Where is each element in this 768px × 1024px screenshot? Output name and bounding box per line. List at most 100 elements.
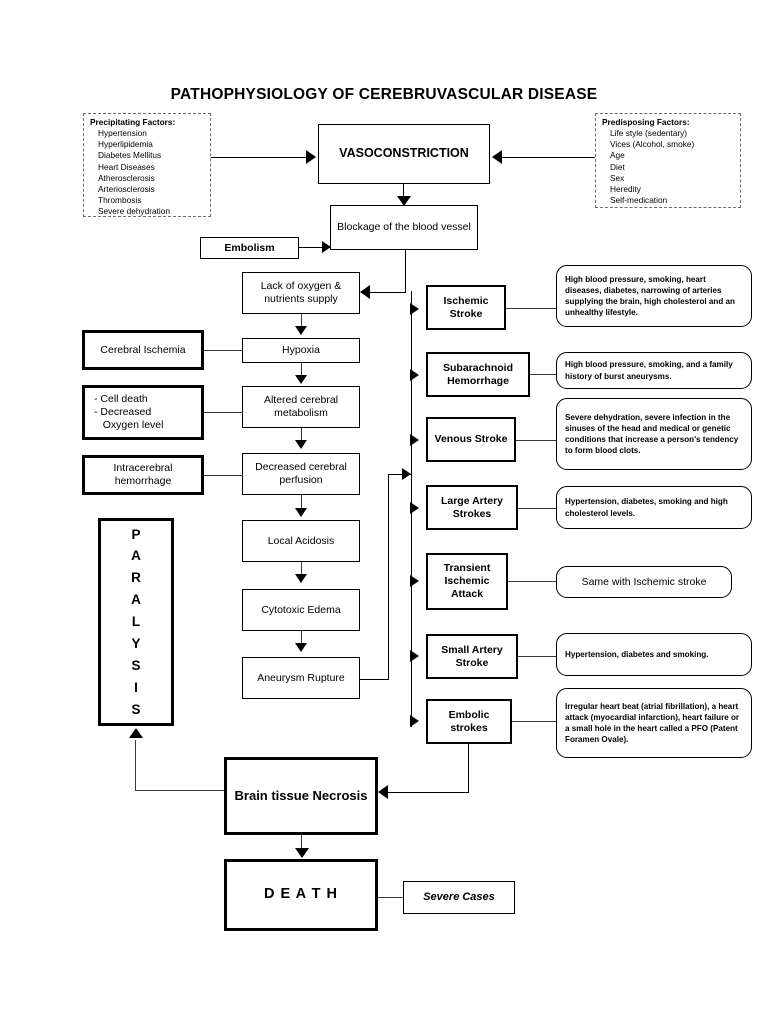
desc-text: Same with Ischemic stroke: [581, 575, 707, 588]
arrowhead-down: [295, 643, 307, 652]
connector-edema-to-aneurysm: [301, 631, 303, 647]
connector-precipitating-to-vasoconstriction: [211, 157, 307, 159]
node-label: Embolism: [224, 241, 275, 254]
node-label: - Cell death - Decreased Oxygen level: [94, 393, 164, 431]
node-vasoconstriction: VASOCONSTRICTION: [318, 124, 490, 184]
arrowhead-left: [492, 150, 502, 164]
connector-embolic-down: [468, 744, 470, 793]
connector-embolism-to-blockage: [299, 247, 330, 249]
connector-blockage-to-lackoxygen: [370, 292, 406, 294]
desc-ischemic-stroke: High blood pressure, smoking, heart dise…: [556, 265, 752, 327]
connector-altered-to-perfusion: [301, 428, 303, 444]
arrowhead-right: [410, 575, 419, 587]
connector-stroke-to-desc: [516, 440, 556, 442]
arrowhead-down: [295, 508, 307, 517]
node-label: Local Acidosis: [267, 534, 335, 547]
connector-stroke-to-desc: [506, 308, 556, 310]
desc-large-artery-strokes: Hypertension, diabetes, smoking and high…: [556, 486, 752, 529]
arrowhead-right: [402, 468, 411, 480]
arrowhead-left: [360, 285, 370, 299]
desc-venous-stroke: Severe dehydration, severe infection in …: [556, 398, 752, 470]
connector-necrosis-to-paralysis-v: [135, 740, 137, 791]
node-stroke-small-artery-stroke: Small Artery Stroke: [426, 634, 518, 679]
precipitating-item: Atherosclerosis: [98, 172, 155, 183]
connector-stroke-to-desc: [530, 374, 556, 376]
node-label: Intracerebral hemorrhage: [113, 462, 173, 487]
arrowhead-right: [410, 369, 419, 381]
node-label: Decreased cerebral perfusion: [255, 461, 347, 486]
precipitating-item: Thrombosis: [98, 195, 142, 206]
arrowhead-right: [410, 715, 419, 727]
node-label: Altered cerebral metabolism: [263, 394, 339, 419]
precipitating-item: Hypertension: [98, 128, 147, 139]
node-cell-death: - Cell death - Decreased Oxygen level: [82, 385, 204, 440]
desc-text: Irregular heart beat (atrial fibrillatio…: [565, 701, 740, 745]
connector-blockage-down: [405, 250, 407, 293]
connector-stroke-to-desc: [518, 656, 556, 658]
precipitating-factors-box: Precipitating Factors: Hypertension Hype…: [83, 113, 211, 217]
connector-perfusion-to-acidosis: [301, 495, 303, 513]
node-label: Aneurysm Rupture: [257, 671, 345, 684]
desc-embolic-strokes: Irregular heart beat (atrial fibrillatio…: [556, 688, 752, 758]
node-label: Cerebral Ischemia: [100, 343, 186, 356]
precipitating-item: Hyperlipidemia: [98, 139, 153, 150]
node-label: Blockage of the blood vessel: [337, 221, 471, 234]
arrowhead-right: [410, 502, 419, 514]
arrowhead-down: [397, 196, 411, 206]
node-label: Ischemic Stroke: [443, 294, 489, 320]
arrowhead-right: [306, 150, 316, 164]
connector-stroke-to-desc: [508, 581, 556, 583]
connector-death-to-severe-cases: [378, 897, 403, 899]
arrowhead-right: [410, 303, 419, 315]
predisposing-factors-heading: Predisposing Factors:: [602, 117, 690, 127]
node-altered-cerebral-metabolism: Altered cerebral metabolism: [242, 386, 360, 428]
node-cerebral-ischemia: Cerebral Ischemia: [82, 330, 204, 370]
node-stroke-ischemic-stroke: Ischemic Stroke: [426, 285, 506, 330]
arrowhead-left: [378, 785, 388, 799]
connector-lackoxygen-to-hypoxia: [301, 314, 303, 330]
node-label: Embolic strokes: [448, 708, 490, 734]
predisposing-item: Sex: [610, 172, 625, 183]
precipitating-item: Severe dehydration: [98, 206, 170, 217]
node-lack-of-oxygen: Lack of oxygen & nutrients supply: [242, 272, 360, 314]
arrowhead-down: [295, 326, 307, 335]
connector-hypoxia-to-altered: [301, 363, 303, 379]
connector-predisposing-to-vasoconstriction: [502, 157, 595, 159]
node-hypoxia: Hypoxia: [242, 338, 360, 363]
node-local-acidosis: Local Acidosis: [242, 520, 360, 562]
node-label: Small Artery Stroke: [441, 643, 503, 669]
predisposing-item: Diet: [610, 161, 625, 172]
node-stroke-embolic-strokes: Embolic strokes: [426, 699, 512, 744]
node-stroke-subarachnoid-hemorrhage: Subarachnoid Hemorrhage: [426, 352, 530, 397]
node-stroke-large-artery-strokes: Large Artery Strokes: [426, 485, 518, 530]
predisposing-item: Heredity: [610, 183, 641, 194]
predisposing-item: Age: [610, 150, 625, 161]
node-label: Large Artery Strokes: [440, 494, 504, 520]
predisposing-item: Vices (Alcohol, smoke): [610, 139, 695, 150]
desc-text: High blood pressure, smoking, heart dise…: [565, 274, 735, 318]
connector-necrosis-to-paralysis-h: [135, 790, 224, 792]
desc-small-artery-stroke: Hypertension, diabetes and smoking.: [556, 633, 752, 676]
predisposing-item: Self-medication: [610, 195, 668, 206]
node-stroke-transient-ischemic-attack: Transient Ischemic Attack: [426, 553, 508, 610]
desc-text: Hypertension, diabetes, smoking and high…: [565, 497, 728, 518]
desc-text: Severe dehydration, severe infection in …: [565, 412, 739, 456]
connector-ischemia-to-hypoxia: [204, 350, 243, 352]
connector-embolic-to-necrosis: [388, 792, 469, 794]
node-label: Cytotoxic Edema: [261, 603, 341, 616]
node-label: Brain tissue Necrosis: [234, 788, 368, 804]
arrowhead-down: [295, 440, 307, 449]
node-label: VASOCONSTRICTION: [339, 146, 469, 161]
node-label: D E A T H: [264, 886, 338, 903]
node-intracerebral-hemorrhage: Intracerebral hemorrhage: [82, 455, 204, 495]
node-label: Hypoxia: [282, 344, 320, 357]
connector-perfusion-to-stroke-spine: [388, 474, 411, 476]
node-embolism: Embolism: [200, 237, 299, 259]
node-label: Lack of oxygen & nutrients supply: [260, 280, 342, 305]
connector-vaso-to-blockage: [403, 184, 405, 202]
desc-text: High blood pressure, smoking, and a fami…: [565, 360, 733, 381]
node-label: Subarachnoid Hemorrhage: [442, 361, 513, 387]
page-title: PATHOPHYSIOLOGY OF CEREBRUVASCULAR DISEA…: [170, 86, 598, 103]
